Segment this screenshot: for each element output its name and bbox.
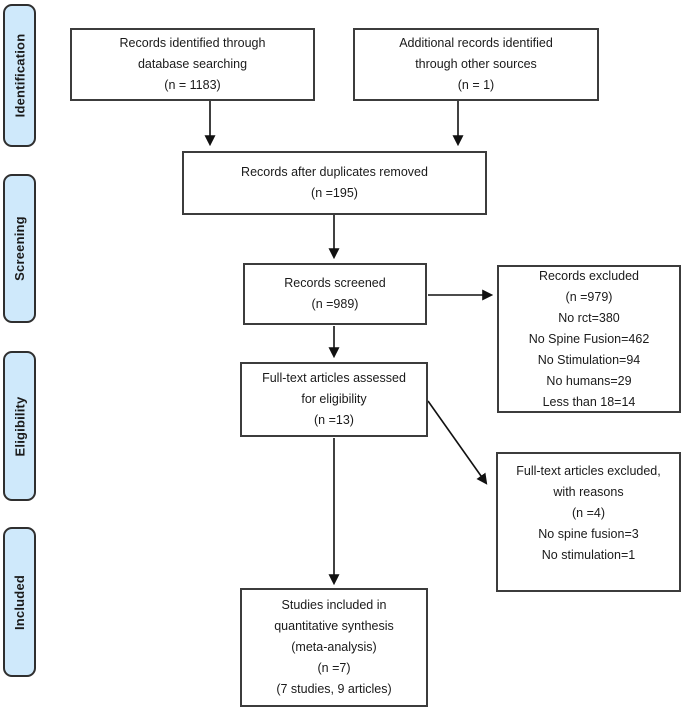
box-fulltext-assessed-text: Full-text articles assessed for eligibil… [262, 371, 406, 427]
stage-identification-label: Identification [12, 33, 28, 118]
box-duplicates-removed-text: Records after duplicates removed (n =195… [241, 165, 428, 200]
arrow-fulltext-to-ft-excluded [427, 400, 488, 485]
stage-screening: Screening [3, 174, 36, 323]
box-records-excluded-text: Records excluded (n =979) No rct=380 No … [528, 268, 650, 409]
stage-identification: Identification [3, 4, 36, 147]
box-fulltext-assessed: Full-text articles assessed for eligibil… [240, 362, 428, 437]
box-additional-records: Additional records identified through ot… [353, 28, 599, 101]
stage-included: Included [3, 527, 36, 677]
box-records-screened: Records screened (n =989) [243, 263, 427, 325]
box-fulltext-excluded-text: Full-text articles excluded, with reason… [516, 464, 661, 562]
box-records-database: Records identified through database sear… [70, 28, 315, 101]
box-fulltext-excluded: Full-text articles excluded, with reason… [496, 452, 681, 592]
stage-screening-label: Screening [12, 216, 27, 281]
box-studies-included: Studies included in quantitative synthes… [240, 588, 428, 707]
box-records-database-text: Records identified through database sear… [119, 36, 266, 92]
box-studies-included-text: Studies included in quantitative synthes… [274, 598, 394, 696]
stage-eligibility-label: Eligibility [12, 396, 28, 456]
box-records-excluded: Records excluded (n =979) No rct=380 No … [497, 265, 681, 413]
stage-eligibility: Eligibility [3, 351, 36, 501]
box-additional-records-text: Additional records identified through ot… [399, 36, 553, 92]
stage-included-label: Included [12, 574, 27, 630]
box-duplicates-removed: Records after duplicates removed (n =195… [182, 151, 487, 215]
box-records-screened-text: Records screened (n =989) [284, 276, 386, 311]
